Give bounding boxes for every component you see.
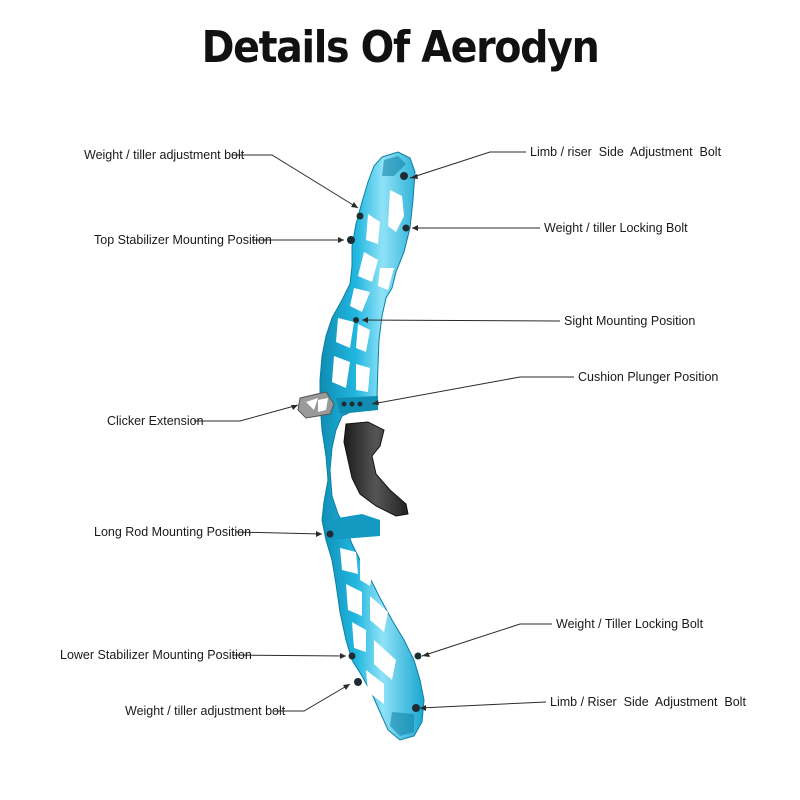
cutout: [336, 318, 354, 348]
label-lower-stabilizer-mounting-position: Lower Stabilizer Mounting Position: [60, 648, 252, 662]
bolt-icon: [357, 401, 363, 407]
bolt-icon: [354, 678, 362, 686]
long-rod-mount: [326, 514, 380, 540]
label-weight-tiller-locking-bolt-top: Weight / tiller Locking Bolt: [544, 221, 688, 235]
cutout: [356, 364, 370, 392]
bolt-icon: [402, 224, 410, 232]
bolt-icon: [349, 401, 355, 407]
cutout: [388, 190, 404, 232]
bow-riser: [319, 151, 425, 741]
leader-lines: [194, 151, 574, 712]
arrowhead-icon: [362, 317, 368, 323]
label-weight-tiller-locking-bolt-bottom: Weight / Tiller Locking Bolt: [556, 617, 704, 631]
bolt-icon: [400, 172, 408, 180]
page-title: Details Of Aerodyn: [201, 22, 600, 73]
label-weight-tiller-adjustment-bolt-bottom: Weight / tiller adjustment bolt: [125, 704, 286, 718]
cutout: [366, 670, 384, 704]
cutout: [374, 640, 396, 680]
bolt-icon: [341, 401, 347, 407]
bolt-icon: [414, 652, 422, 660]
arrowhead-icon: [372, 400, 379, 405]
leader-arrowheads: [291, 174, 430, 711]
cutout: [370, 596, 388, 632]
cutout: [350, 288, 370, 312]
label-weight-tiller-adjustment-bolt-top: Weight / tiller adjustment bolt: [84, 148, 245, 162]
bolt-icon: [347, 236, 355, 244]
label-long-rod-mounting-position: Long Rod Mounting Position: [94, 525, 251, 539]
limb-pocket-top: [382, 156, 406, 176]
cutout: [346, 584, 362, 616]
arrowhead-icon: [343, 684, 350, 690]
limb-pocket-bottom: [390, 712, 414, 736]
cutout: [356, 324, 370, 352]
label-limb-riser-side-adjustment-bolt-bottom: Limb / Riser Side Adjustment Bolt: [550, 695, 746, 709]
clicker-extension: [297, 391, 335, 419]
cutout: [378, 268, 394, 290]
label-clicker-extension: Clicker Extension: [107, 414, 204, 428]
arrowhead-icon: [351, 202, 358, 208]
bolt-icon: [356, 212, 364, 220]
cutout: [366, 214, 380, 244]
label-sight-mounting-position: Sight Mounting Position: [564, 314, 695, 328]
arrowhead-icon: [291, 405, 298, 410]
bolt-icon: [326, 530, 334, 538]
arrowhead-icon: [420, 705, 426, 711]
riser-body: [319, 151, 425, 741]
cutout: [358, 252, 378, 282]
grip: [343, 421, 409, 517]
arrowhead-icon: [410, 174, 418, 179]
bolt-icon: [412, 704, 420, 712]
arrow-shelf: [336, 396, 378, 414]
label-top-stabilizer-mounting-position: Top Stabilizer Mounting Position: [94, 233, 272, 247]
cutout: [360, 556, 374, 586]
arrowhead-icon: [412, 225, 418, 231]
bolt-icon: [348, 652, 356, 660]
cutout: [332, 356, 350, 388]
arrowhead-icon: [316, 531, 322, 537]
cutout: [340, 548, 358, 574]
arrowhead-icon: [338, 237, 344, 243]
arrowhead-icon: [422, 652, 430, 657]
arrowhead-icon: [340, 653, 346, 659]
label-limb-riser-side-adjustment-bolt-top: Limb / riser Side Adjustment Bolt: [530, 145, 722, 159]
bolt-icon: [353, 317, 359, 323]
label-cushion-plunger-position: Cushion Plunger Position: [578, 370, 718, 384]
cutout: [352, 622, 366, 652]
